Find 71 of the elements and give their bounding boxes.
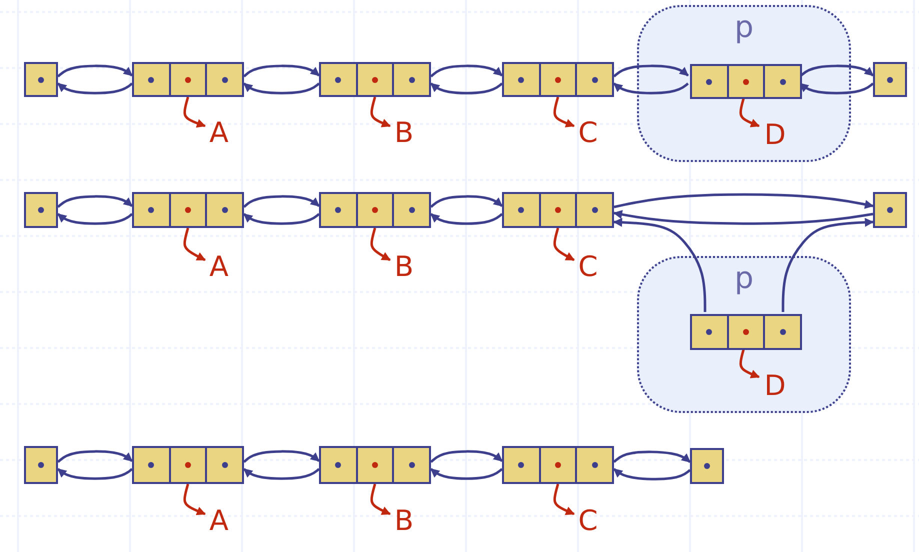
pointer-arrow [243,468,320,480]
pointer-arrow [553,484,575,516]
pointer-arrow [243,450,320,463]
pointer-arrow [614,193,874,209]
pointer-arrow [183,484,206,516]
pointer-arrow [370,96,391,128]
element-label: A [205,118,233,148]
region-label: p [733,13,755,43]
dotted-region [637,256,851,413]
pointer-arrow [183,96,206,128]
pointer-arrow [799,82,874,94]
pointer-arrow [613,468,691,480]
list-node-box [502,192,614,228]
list-node-box [319,192,431,228]
list-node-box [319,446,431,484]
pointer-arrow [613,218,706,312]
list-node-box [690,64,802,99]
list-node-box [319,62,431,97]
pointer-arrow [430,450,503,463]
sentinel-box [24,192,58,228]
list-node-box [132,446,244,484]
pointer-arrow [553,228,575,262]
dotted-region [637,5,851,162]
pointer-arrow [370,484,391,516]
pointer-arrow [57,195,133,208]
pointer-arrow [739,348,760,378]
element-label: D [761,371,789,401]
pointer-arrow [430,64,503,78]
pointer-arrow [430,195,503,208]
element-label: C [574,506,602,536]
pointer-arrow [553,96,575,128]
list-node-box [132,192,244,228]
element-label: A [205,506,233,536]
pointer-arrow [613,210,874,225]
pointer-arrow [430,82,503,94]
element-label: A [205,252,233,282]
element-label: B [390,118,418,148]
region-label: p [733,264,755,294]
pointer-arrow [739,96,760,128]
element-label: D [761,120,789,150]
pointer-arrow [57,82,133,94]
pointer-arrow [243,195,320,208]
pointer-arrow [370,228,391,262]
sentinel-box [690,448,724,484]
pointer-arrow [183,228,206,262]
pointer-arrow [57,213,133,225]
element-label: C [574,118,602,148]
pointer-arrow [243,213,320,225]
pointer-arrow [613,82,689,94]
element-label: B [390,506,418,536]
pointer-arrow [243,82,320,94]
list-node-box [502,62,614,97]
sentinel-box [873,192,907,228]
list-node-box [690,314,802,350]
sentinel-box [24,446,58,484]
list-node-box [132,62,244,97]
pointer-arrow [57,450,133,463]
pointer-arrow [57,468,133,480]
sentinel-box [24,62,58,97]
pointer-arrow [613,450,691,463]
pointer-arrow [430,468,503,480]
element-label: B [390,252,418,282]
list-node-box [502,446,614,484]
sentinel-box [873,62,907,97]
pointer-arrow [57,64,133,78]
element-label: C [574,252,602,282]
pointer-arrow [782,218,874,312]
pointer-arrow [430,213,503,225]
pointer-arrow [613,64,689,78]
pointer-arrow [799,64,874,78]
pointer-arrow [243,64,320,78]
